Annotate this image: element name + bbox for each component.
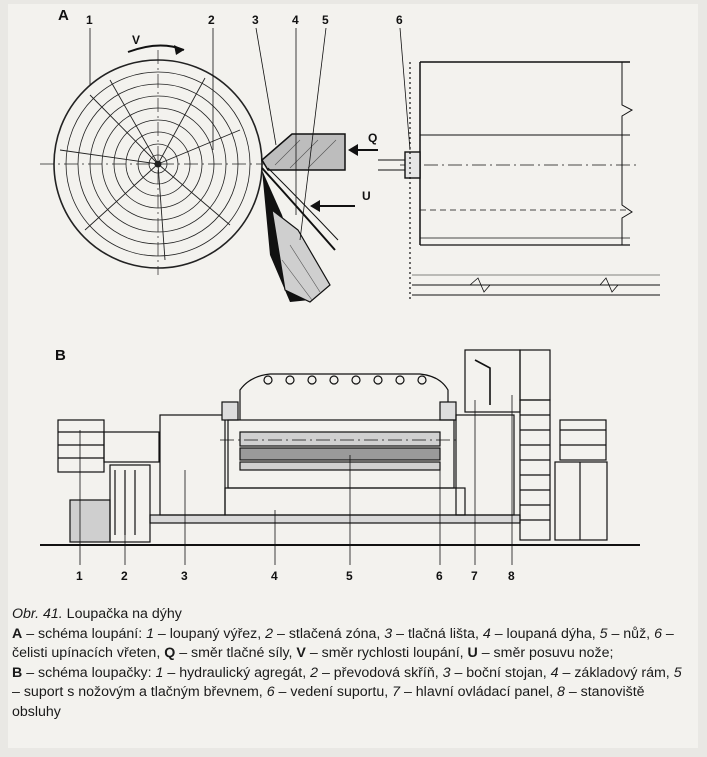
caption-title: Obr. 41. Loupačka na dýhy [12,606,182,622]
force-arrow-q: Q [348,131,378,156]
leaders-b [79,395,513,565]
figure-caption: Obr. 41. Loupačka na dýhy A – schéma lou… [12,605,692,722]
lathe-machine [40,349,640,546]
a-label-5: 5 [322,13,329,27]
b-label-8: 8 [508,569,515,583]
labels-b: 1 2 3 4 5 6 7 8 [76,569,515,583]
a-label-3: 3 [252,13,259,27]
svg-text:V: V [132,33,140,47]
svg-text:U: U [362,189,371,203]
veneer-sheet [261,167,336,251]
section-a-letter: A [58,7,69,24]
a-label-1: 1 [86,13,93,27]
spindle-side-view [378,61,660,300]
a-label-6: 6 [396,13,403,27]
b-label-4: 4 [271,569,278,583]
b-label-3: 3 [181,569,188,583]
a-label-4: 4 [292,13,299,27]
leaders-a [89,27,411,241]
a-label-2: 2 [208,13,215,27]
pressure-bar [261,133,346,171]
loupacka-diagram: A V [40,7,660,583]
b-label-1: 1 [76,569,83,583]
b-label-6: 6 [436,569,443,583]
b-label-7: 7 [471,569,478,583]
knife [262,170,331,303]
b-label-5: 5 [346,569,353,583]
rotation-arrow-v: V [127,33,185,55]
feed-arrow-u: U [310,189,371,212]
caption-a-legend: A – schéma loupání: 1 – loupaný výřez, 2… [12,625,674,662]
svg-text:Q: Q [368,131,377,145]
labels-a: 1 2 3 4 5 6 [86,13,403,27]
section-b-letter: B [55,347,66,364]
b-label-2: 2 [121,569,128,583]
caption-b-legend: B – schéma loupačky: 1 – hydraulický agr… [12,664,682,720]
log-cross-section [40,50,280,275]
